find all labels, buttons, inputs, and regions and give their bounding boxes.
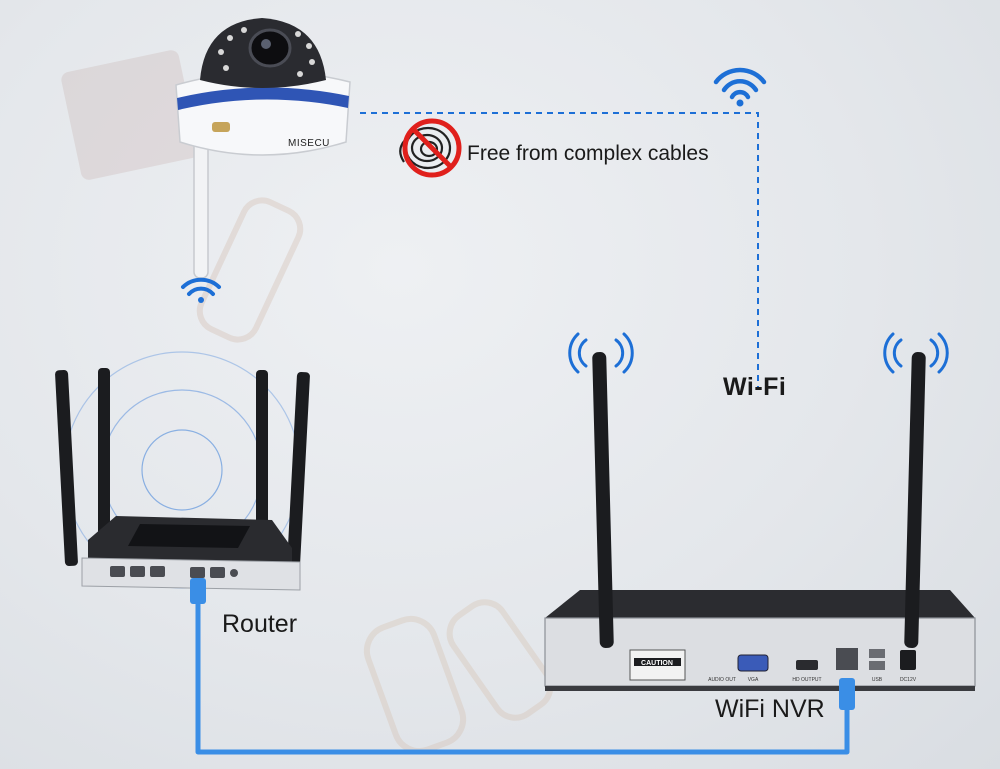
- nvr-port-label: USB: [872, 677, 883, 683]
- wifi-signal-icon: [713, 67, 767, 107]
- wifi-link-line: [360, 112, 759, 390]
- nvr-left-wifi-icon: [568, 332, 634, 374]
- nvr-caution-text: CAUTION: [641, 660, 673, 667]
- nvr-label: WiFi NVR: [715, 695, 825, 723]
- no-cables-icon: [399, 118, 462, 178]
- ethernet-cable: [195, 597, 850, 755]
- nvr-port-label: DC12V: [900, 677, 917, 683]
- camera-brand-text: MISECU: [288, 138, 330, 149]
- wifi-label: Wi-Fi: [723, 373, 787, 401]
- router-label: Router: [222, 610, 298, 638]
- nvr-box: [544, 352, 976, 710]
- router: [55, 368, 310, 604]
- camera-wifi-icon: [181, 277, 221, 303]
- nvr-right-wifi-icon: [883, 332, 949, 374]
- nvr-port-label: VGA: [748, 677, 759, 683]
- nvr-port-label: AUDIO OUT: [708, 677, 736, 683]
- cables-label: Free from complex cables: [467, 142, 709, 165]
- background-decor: [61, 50, 554, 755]
- nvr-port-label: HD OUTPUT: [792, 677, 821, 683]
- dome-camera: [175, 18, 351, 279]
